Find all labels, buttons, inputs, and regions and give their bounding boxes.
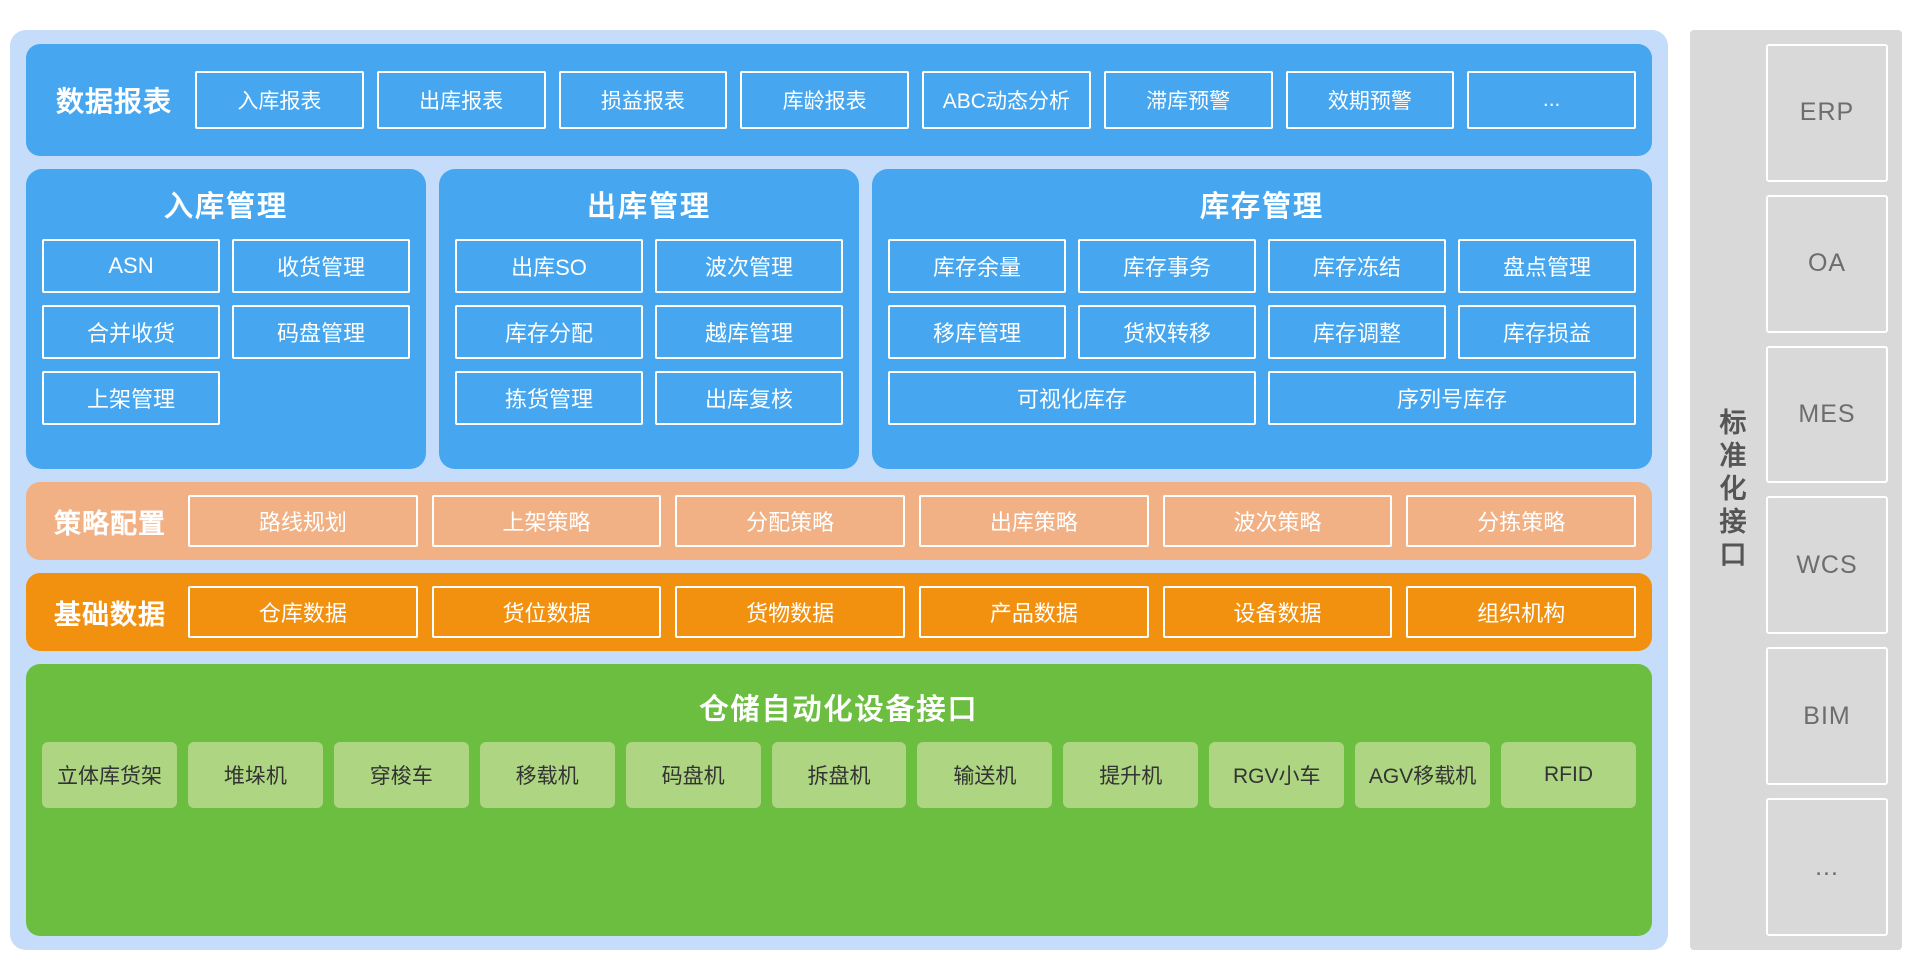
strategy-item-sorting[interactable]: 分拣策略 bbox=[1406, 495, 1637, 547]
report-item-4[interactable]: ABC动态分析 bbox=[922, 71, 1091, 129]
base-data-item-equipment[interactable]: 设备数据 bbox=[1162, 586, 1393, 638]
sidebar-item-oa[interactable]: OA bbox=[1766, 194, 1888, 333]
stock-item-profit-loss[interactable]: 库存损益 bbox=[1458, 305, 1636, 359]
report-item-2[interactable]: 损益报表 bbox=[558, 71, 728, 129]
equipment-item-palletizer[interactable]: 码盘机 bbox=[625, 742, 761, 808]
stock-card-title: 库存管理 bbox=[1199, 191, 1324, 223]
stock-item-adjustment[interactable]: 库存调整 bbox=[1268, 305, 1446, 359]
inbound-item-palletizing[interactable]: 码盘管理 bbox=[232, 305, 410, 359]
equipment-item-asrs-rack[interactable]: 立体库货架 bbox=[42, 742, 177, 808]
stock-management-card: 库存管理 库存余量 库存事务 库存冻结 盘点管理 移库管理 货权转移 库存调整 … bbox=[872, 169, 1652, 469]
inbound-card-title: 入库管理 bbox=[163, 191, 288, 223]
sidebar-item-erp[interactable]: ERP bbox=[1766, 44, 1888, 182]
stock-item-counting[interactable]: 盘点管理 bbox=[1458, 239, 1636, 293]
equipment-item-rgv[interactable]: RGV小车 bbox=[1209, 742, 1345, 808]
base-data-item-organization[interactable]: 组织机构 bbox=[1406, 586, 1637, 638]
outbound-item-picking[interactable]: 拣货管理 bbox=[455, 371, 643, 425]
inbound-item-putaway[interactable]: 上架管理 bbox=[42, 371, 220, 425]
stock-item-balance[interactable]: 库存余量 bbox=[888, 239, 1066, 293]
equipment-item-depalletizer[interactable]: 拆盘机 bbox=[771, 742, 907, 808]
stock-card-grid: 库存余量 库存事务 库存冻结 盘点管理 移库管理 货权转移 库存调整 库存损益 … bbox=[888, 239, 1636, 453]
base-data-item-product[interactable]: 产品数据 bbox=[919, 586, 1149, 638]
equipment-item-lifter[interactable]: 提升机 bbox=[1063, 742, 1199, 808]
inbound-item-receiving[interactable]: 收货管理 bbox=[232, 239, 410, 293]
sidebar-item-mes[interactable]: MES bbox=[1766, 345, 1888, 484]
outbound-item-allocation[interactable]: 库存分配 bbox=[455, 305, 643, 359]
equipment-item-shuttle[interactable]: 穿梭车 bbox=[333, 742, 469, 808]
sidebar-item-wcs[interactable]: WCS bbox=[1766, 496, 1888, 635]
stock-item-serial-inventory[interactable]: 序列号库存 bbox=[1268, 371, 1636, 425]
equipment-item-conveyor[interactable]: 输送机 bbox=[917, 742, 1053, 808]
reports-section-title: 数据报表 bbox=[56, 86, 173, 117]
sidebar-item-more[interactable]: ... bbox=[1766, 798, 1888, 936]
report-item-5[interactable]: 滞库预警 bbox=[1103, 71, 1273, 129]
equipment-item-transfer-machine[interactable]: 移载机 bbox=[479, 742, 615, 808]
sidebar-item-list: ERP OA MES WCS BIM ... bbox=[1766, 44, 1888, 936]
report-item-1[interactable]: 出库报表 bbox=[376, 71, 546, 129]
standard-interface-sidebar: 标准化接口 ERP OA MES WCS BIM ... bbox=[1690, 30, 1902, 950]
report-item-more[interactable]: ... bbox=[1467, 71, 1637, 129]
stock-item-transfer[interactable]: 移库管理 bbox=[888, 305, 1066, 359]
stock-item-transaction[interactable]: 库存事务 bbox=[1078, 239, 1256, 293]
inbound-card-grid: ASN 收货管理 合并收货 码盘管理 上架管理 bbox=[42, 239, 410, 453]
strategy-item-outbound[interactable]: 出库策略 bbox=[919, 495, 1149, 547]
base-data-item-goods[interactable]: 货物数据 bbox=[675, 586, 906, 638]
base-data-section: 基础数据 仓库数据 货位数据 货物数据 产品数据 设备数据 组织机构 bbox=[26, 573, 1652, 651]
strategy-item-allocation[interactable]: 分配策略 bbox=[675, 495, 906, 547]
stock-item-freeze[interactable]: 库存冻结 bbox=[1268, 239, 1446, 293]
equipment-item-rfid[interactable]: RFID bbox=[1501, 742, 1636, 808]
sidebar-vertical-title: 标准化接口 bbox=[1715, 407, 1746, 573]
equipment-interface-section: 仓储自动化设备接口 立体库货架 堆垛机 穿梭车 移载机 码盘机 拆盘机 输送机 … bbox=[26, 664, 1652, 936]
inbound-item-asn[interactable]: ASN bbox=[42, 239, 220, 293]
equipment-item-stacker[interactable]: 堆垛机 bbox=[187, 742, 323, 808]
outbound-card-grid: 出库SO 波次管理 库存分配 越库管理 拣货管理 出库复核 bbox=[455, 239, 843, 453]
report-item-6[interactable]: 效期预警 bbox=[1285, 71, 1455, 129]
outbound-item-so[interactable]: 出库SO bbox=[455, 239, 643, 293]
strategy-section: 策略配置 路线规划 上架策略 分配策略 出库策略 波次策略 分拣策略 bbox=[26, 482, 1652, 560]
strategy-item-putaway[interactable]: 上架策略 bbox=[431, 495, 662, 547]
sidebar-item-bim[interactable]: BIM bbox=[1766, 647, 1888, 786]
equipment-section-title: 仓储自动化设备接口 bbox=[699, 694, 979, 726]
outbound-item-crossdock[interactable]: 越库管理 bbox=[655, 305, 843, 359]
report-item-0[interactable]: 入库报表 bbox=[195, 71, 364, 129]
reports-section: 数据报表 入库报表 出库报表 损益报表 库龄报表 ABC动态分析 滞库预警 效期… bbox=[26, 44, 1652, 156]
inbound-item-merge-receiving[interactable]: 合并收货 bbox=[42, 305, 220, 359]
stock-item-visual-inventory[interactable]: 可视化库存 bbox=[888, 371, 1256, 425]
inbound-management-card: 入库管理 ASN 收货管理 合并收货 码盘管理 上架管理 bbox=[26, 169, 426, 469]
inbound-item-placeholder bbox=[232, 371, 410, 425]
strategy-item-wave[interactable]: 波次策略 bbox=[1162, 495, 1393, 547]
base-data-item-warehouse[interactable]: 仓库数据 bbox=[188, 586, 418, 638]
base-data-section-title: 基础数据 bbox=[54, 599, 166, 630]
wms-main-panel: 数据报表 入库报表 出库报表 损益报表 库龄报表 ABC动态分析 滞库预警 效期… bbox=[10, 30, 1668, 950]
strategy-section-title: 策略配置 bbox=[54, 508, 166, 539]
report-item-3[interactable]: 库龄报表 bbox=[740, 71, 910, 129]
base-data-item-location[interactable]: 货位数据 bbox=[431, 586, 662, 638]
stock-item-ownership-transfer[interactable]: 货权转移 bbox=[1078, 305, 1256, 359]
outbound-item-wave[interactable]: 波次管理 bbox=[655, 239, 843, 293]
outbound-card-title: 出库管理 bbox=[586, 191, 711, 223]
strategy-item-route-planning[interactable]: 路线规划 bbox=[188, 495, 418, 547]
management-row: 入库管理 ASN 收货管理 合并收货 码盘管理 上架管理 出库管理 出库SO 波… bbox=[26, 169, 1652, 469]
equipment-grid: 立体库货架 堆垛机 穿梭车 移载机 码盘机 拆盘机 输送机 提升机 RGV小车 … bbox=[42, 742, 1636, 808]
outbound-management-card: 出库管理 出库SO 波次管理 库存分配 越库管理 拣货管理 出库复核 bbox=[439, 169, 859, 469]
outbound-item-recheck[interactable]: 出库复核 bbox=[655, 371, 843, 425]
equipment-item-agv[interactable]: AGV移载机 bbox=[1355, 742, 1491, 808]
